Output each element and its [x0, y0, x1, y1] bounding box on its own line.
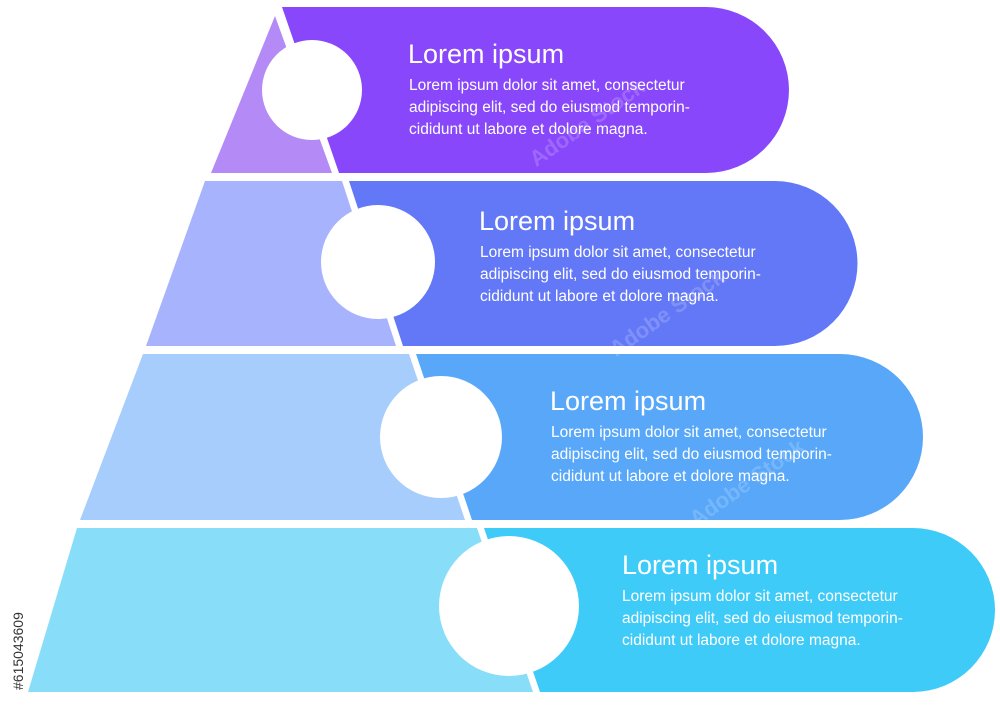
tier-2-body: Lorem ipsum dolor sit amet, consectetur …	[480, 244, 761, 305]
tier-1-body: Lorem ipsum dolor sit amet, consectetur …	[409, 77, 690, 138]
tier-2-triangle	[146, 181, 396, 346]
tier-2-circle	[321, 205, 435, 319]
tier-3-circle	[380, 376, 502, 498]
tier-2-band	[349, 181, 858, 346]
tier-3-triangle	[80, 354, 465, 520]
tier-4-circle	[439, 536, 579, 676]
tier-4-triangle	[28, 528, 533, 692]
tier-3-body: Lorem ipsum dolor sit amet, consectetur …	[551, 424, 832, 485]
tier-2-title: Lorem ipsum	[479, 206, 636, 236]
tier-4-body: Lorem ipsum dolor sit amet, consectetur …	[622, 588, 903, 649]
tier-1-band	[282, 7, 789, 173]
tier-4-title: Lorem ipsum	[622, 550, 779, 580]
tier-1-title: Lorem ipsum	[408, 39, 565, 69]
tier-3-title: Lorem ipsum	[550, 386, 707, 416]
tier-4-band	[484, 528, 995, 692]
stock-id-label: #615043609	[10, 612, 26, 690]
tier-3-band	[416, 354, 923, 520]
tier-1-circle	[262, 40, 362, 140]
